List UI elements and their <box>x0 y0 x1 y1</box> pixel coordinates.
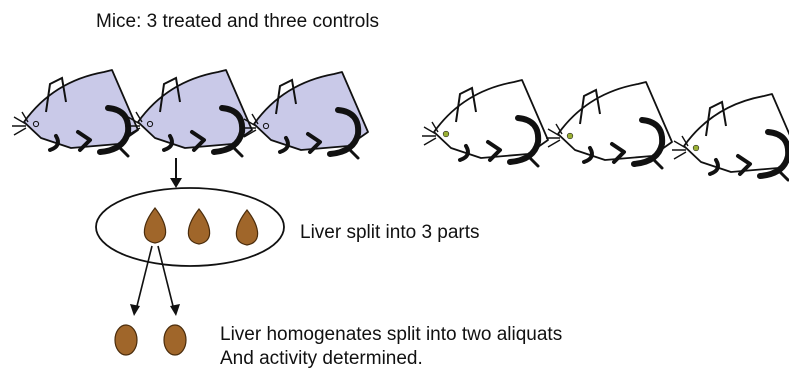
control-eye <box>567 133 572 138</box>
treated-mouse-3 <box>242 72 368 158</box>
aliquot <box>115 325 137 355</box>
control-eye <box>693 145 698 150</box>
liver-piece <box>188 209 209 244</box>
liver-piece <box>144 208 165 243</box>
treated-mouse-2 <box>126 70 252 156</box>
treated-mouse-1 <box>12 70 138 156</box>
split-arrow-right <box>158 246 180 316</box>
liver-piece <box>236 210 257 245</box>
control-eye <box>443 131 448 136</box>
split-arrow-left <box>130 246 152 316</box>
homogenate-label-line1: Liver homogenates split into two aliquat… <box>220 324 562 346</box>
control-mouse-3 <box>672 94 789 180</box>
homogenate-label-line2: And activity determined. <box>220 348 423 370</box>
aliquot <box>164 325 186 355</box>
control-mouse-2 <box>546 82 672 168</box>
liver-split-label: Liver split into 3 parts <box>300 222 480 244</box>
down-arrow <box>170 158 182 188</box>
control-mouse-1 <box>422 80 548 166</box>
